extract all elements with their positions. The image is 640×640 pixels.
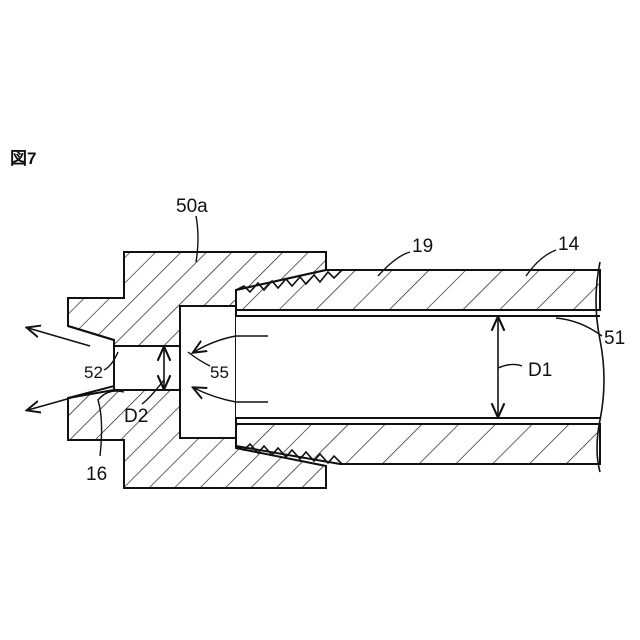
label-16: 16 xyxy=(86,464,107,485)
label-55: 55 xyxy=(210,363,229,382)
orifice-bore-d2 xyxy=(114,346,180,390)
label-52: 52 xyxy=(84,363,103,382)
label-d1: D1 xyxy=(528,360,552,381)
label-14: 14 xyxy=(558,234,580,255)
label-51: 51 xyxy=(604,328,625,349)
label-50a: 50a xyxy=(176,196,208,217)
figure-caption: 図7 xyxy=(10,149,36,168)
label-19: 19 xyxy=(412,236,433,257)
label-d2: D2 xyxy=(124,406,148,427)
